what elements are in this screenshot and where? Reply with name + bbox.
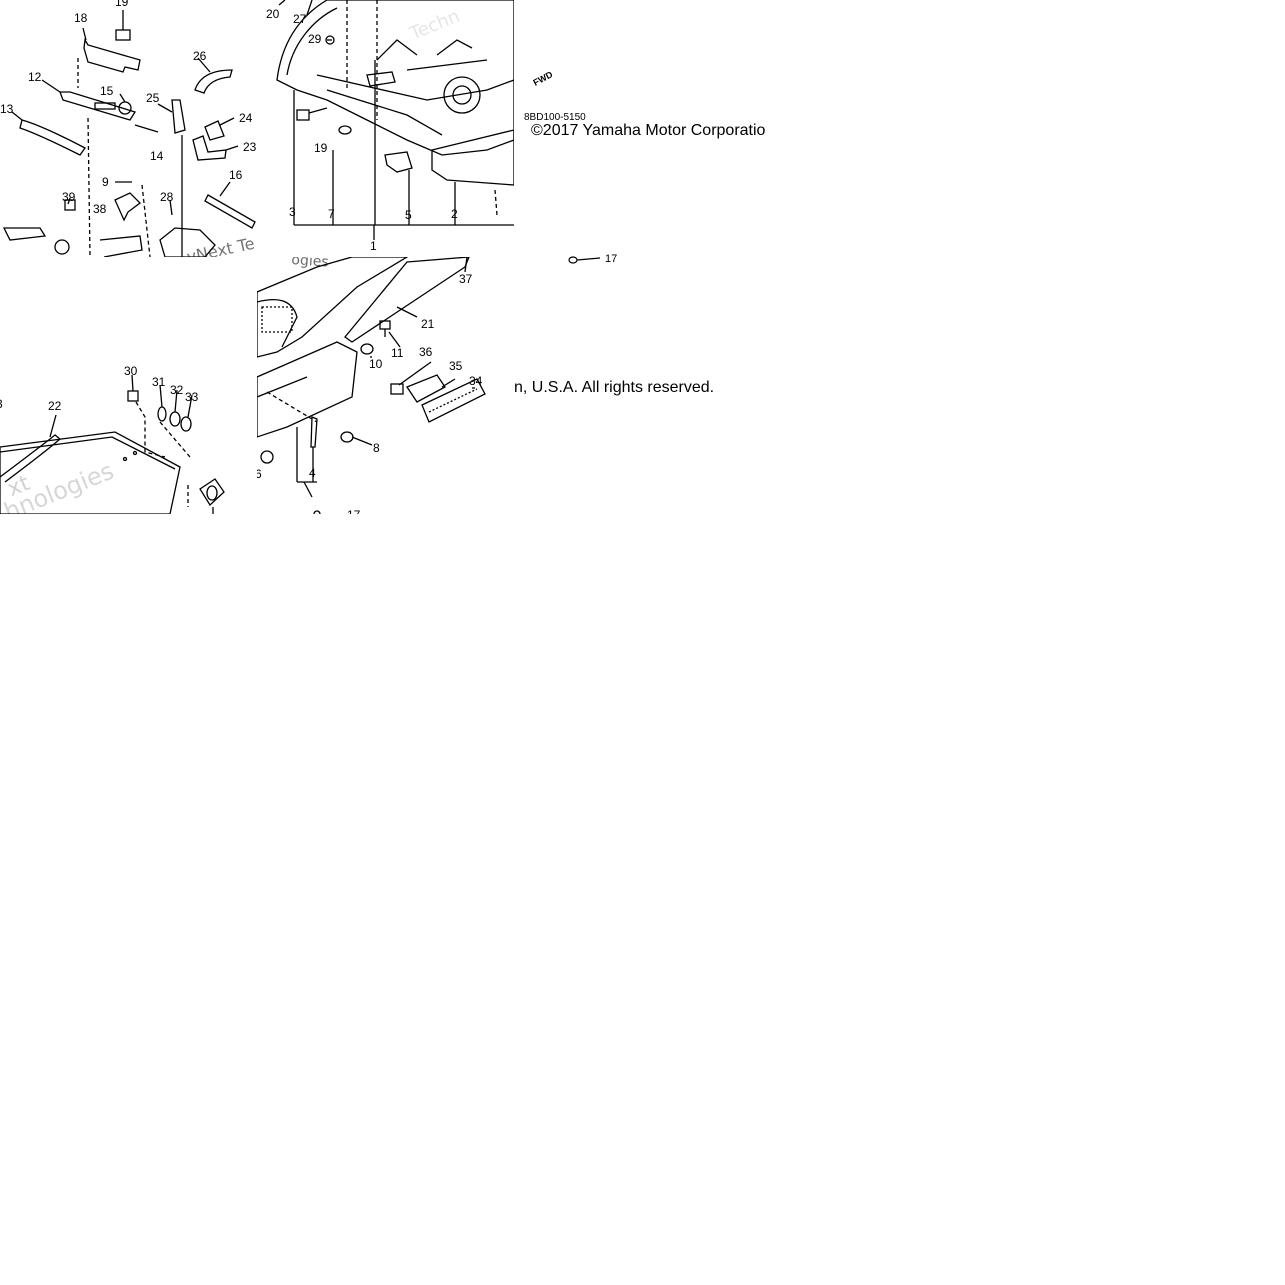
callout-label: 14 <box>150 149 164 163</box>
callout-label: 31 <box>152 375 166 389</box>
callout-label: 3 <box>289 205 296 219</box>
callout-label: 3 <box>0 398 3 410</box>
callout-label: 17 <box>347 509 360 514</box>
callout-label: 22 <box>48 399 62 413</box>
callout-label: 25 <box>146 91 160 105</box>
callout-label: 30 <box>124 364 138 378</box>
callout-label: 11 <box>391 346 404 360</box>
tile-drawing-top-middle <box>276 0 514 240</box>
callout-label: 35 <box>449 359 463 373</box>
callout-label: 9 <box>102 175 109 189</box>
callout-label: 29 <box>308 32 322 46</box>
diagram-tile-middle-left: xt hnologies 30 31 32 33 22 3 <box>0 257 257 514</box>
callout-label: 37 <box>459 272 473 286</box>
callout-label: 19 <box>115 0 129 9</box>
callout-label: 28 <box>160 190 174 204</box>
tile-drawing-middle-left <box>0 374 225 514</box>
callout-label: 15 <box>100 84 114 98</box>
callout-label: 27 <box>293 12 307 26</box>
stray-leader <box>568 256 601 264</box>
callout-label: 17 <box>605 253 618 265</box>
copyright-text-part2: n, U.S.A. All rights reserved. <box>514 379 715 396</box>
callout-label: 18 <box>74 11 88 25</box>
diagram-code: 8BD100-5150 <box>524 112 586 123</box>
callout-label: 7 <box>328 207 335 221</box>
callout-label: 38 <box>93 202 107 216</box>
callout-label: 24 <box>239 111 253 125</box>
callout-label: 6 <box>257 467 262 481</box>
callout-label: 13 <box>0 102 14 116</box>
callout-label: 32 <box>170 383 184 397</box>
copyright-text-part1: ©2017 Yamaha Motor Corporatio <box>531 122 766 139</box>
callout-label: 16 <box>229 168 243 182</box>
diagram-tile-middle-middle: ogies 37 21 11 10 36 35 34 8 4 6 17 <box>257 257 514 514</box>
callout-label: 34 <box>469 374 483 388</box>
callout-label: 12 <box>28 70 42 84</box>
callout-label: 19 <box>314 141 328 155</box>
callout-label: 10 <box>369 357 383 371</box>
tile-drawing-middle-middle <box>257 257 486 514</box>
callout-label: 23 <box>243 140 257 154</box>
diagram-tile-top-middle: Techn 20 27 29 19 3 7 5 2 1 <box>257 0 514 257</box>
tile-drawing-top-left <box>2 10 256 257</box>
callout-label: 1 <box>370 239 377 253</box>
callout-label: 4 <box>309 466 316 480</box>
callout-label: 36 <box>419 345 433 359</box>
callout-label: 39 <box>62 190 76 204</box>
diagram-tile-top-left: vNext Te 19 18 26 12 15 25 24 13 23 14 9… <box>0 0 257 257</box>
callout-label: 21 <box>421 317 435 331</box>
callout-label: 20 <box>266 7 280 21</box>
callout-label: 8 <box>373 441 380 455</box>
callout-label: 5 <box>405 208 412 222</box>
callout-label: 33 <box>185 390 199 404</box>
callout-label: 26 <box>193 49 207 63</box>
fwd-label: FWD <box>531 69 555 88</box>
callout-label: 2 <box>451 207 458 221</box>
